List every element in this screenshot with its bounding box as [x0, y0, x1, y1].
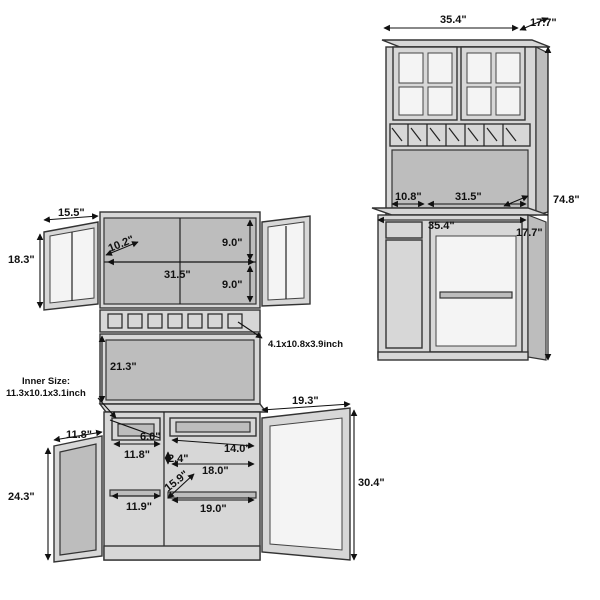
dim-hutch-inner-width: 31.5" [164, 269, 191, 281]
dim-hutch-door-width: 15.5" [58, 207, 85, 219]
dim-left-door-height: 24.3" [8, 491, 35, 503]
assembled-drawer [385, 221, 423, 239]
dim-left-door-width: 11.8" [66, 429, 92, 441]
assembled-cabinet [371, 17, 552, 361]
dim-pullout-width: 18.0" [202, 465, 229, 477]
base-right-shelf [167, 491, 257, 499]
assembled-left-door [385, 239, 423, 349]
dim-drawer-width: 11.8" [124, 449, 150, 461]
dim-middle-height: 21.3" [110, 361, 137, 373]
dim-total-height: 74.8" [553, 194, 580, 206]
dim-drawer-depth: 6.0" [140, 431, 161, 443]
assembled-crown [381, 39, 551, 48]
dim-counter-outer-width: 35.4" [428, 220, 455, 232]
assembled-wine-cubbies [391, 124, 517, 146]
dim-hutch-shelf-upper: 9.0" [222, 237, 243, 249]
exploded-hutch [36, 211, 311, 405]
dim-lower-left-width: 11.9" [126, 501, 152, 513]
dim-counter-depth: 10.8" [395, 191, 422, 203]
dim-counter-inner-width: 31.5" [455, 191, 482, 203]
assembled-hutch-side [535, 46, 549, 216]
dim-pullout-depth: 14.0" [224, 443, 251, 455]
hutch-wine-rack [99, 309, 261, 333]
dim-right-door-height: 30.4" [358, 477, 385, 489]
assembled-wine-rack [389, 123, 531, 147]
dim-lower-right-width: 19.0" [200, 503, 227, 515]
dim-top-width: 35.4" [440, 14, 467, 26]
exploded-base [44, 397, 358, 563]
inner-size-label: Inner Size: [22, 376, 70, 387]
dim-counter-outer-depth: 17.7" [516, 227, 543, 239]
base-counter-top [98, 403, 268, 413]
base-left-shelf [109, 489, 161, 497]
inner-size-value: 11.3x10.1x3.1inch [6, 388, 86, 399]
assembled-counter-top [371, 207, 549, 216]
dim-right-door-width: 19.3" [292, 395, 319, 407]
dim-top-depth: 17.7" [530, 17, 557, 29]
dim-pullout-height: 2.4" [168, 453, 189, 465]
hutch-wine-cubbies [107, 313, 243, 329]
dim-hutch-shelf-lower: 9.0" [222, 279, 243, 291]
dim-wine-cubby: 4.1x10.8x3.9inch [268, 339, 343, 350]
dim-hutch-height: 18.3" [8, 254, 35, 266]
